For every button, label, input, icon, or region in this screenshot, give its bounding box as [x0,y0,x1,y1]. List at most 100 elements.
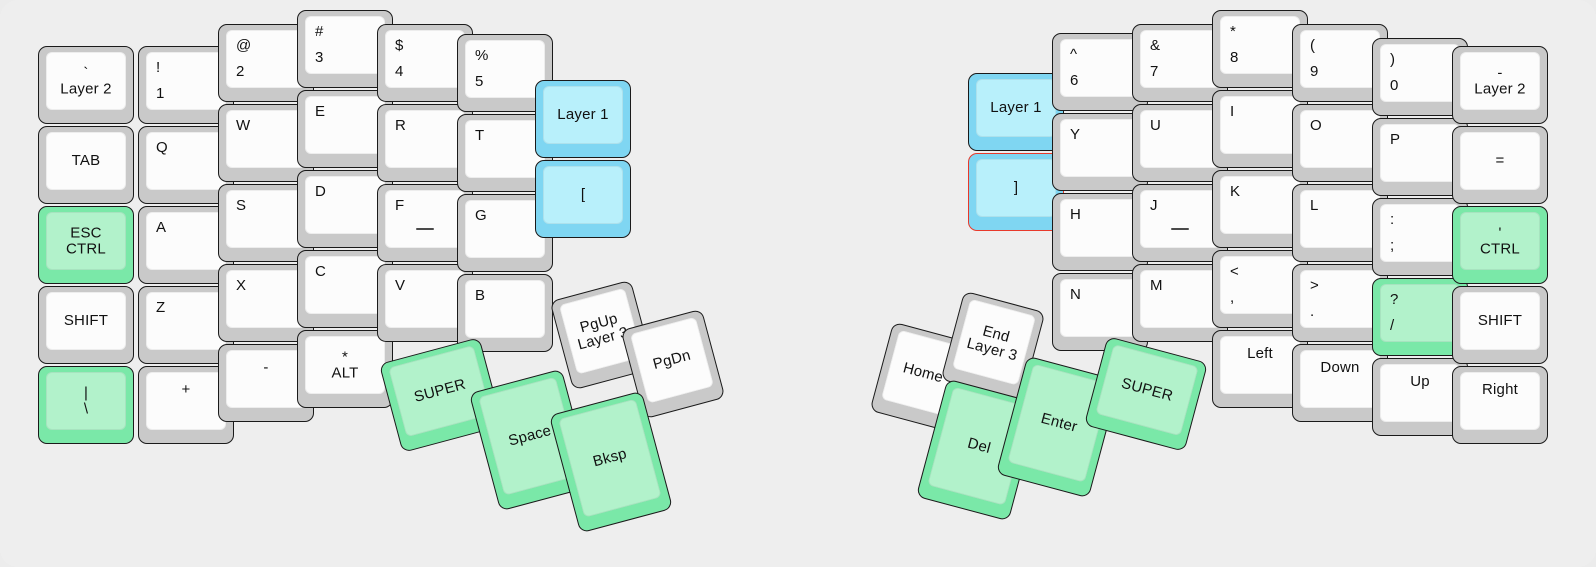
key-legend-bottom: 6 [1070,72,1079,89]
key-legend-top: M [1150,277,1163,294]
key-legend-top: H [1070,206,1082,223]
key-legend-top: $ [395,37,404,54]
key-legend-top: Up [1410,373,1430,390]
key-legend-top: % [475,47,489,64]
key-legend-top: Right [1481,381,1519,398]
key-legend-bottom: 0 [1390,77,1399,94]
key-e[interactable]: E [297,90,393,168]
key-layer1-right[interactable]: Layer 1 [968,73,1064,151]
key-legend-top: G [475,207,487,224]
key-legend-top: V [395,277,406,294]
key-9[interactable]: (9 [1292,24,1388,102]
key-7[interactable]: &7 [1132,24,1228,102]
key-legend-top: Down [1320,359,1360,376]
keycap-surface: O [1300,110,1380,168]
key-legend-top: ) [1390,51,1396,68]
key-shift-right[interactable]: SHIFT [1452,286,1548,364]
key-legend-top: : [1390,211,1395,228]
keycap-surface: &7 [1140,30,1220,88]
key-legend-top: > [1310,277,1319,294]
keycap-surface: L [1300,190,1380,248]
key-legend-top: X [236,277,247,294]
key-grave-layer2[interactable]: ` Layer 2 [38,46,134,124]
key-n[interactable]: N [1052,273,1148,351]
keycap-surface: V [385,270,465,328]
key-legend-bottom: 3 [315,49,324,66]
key-legend-top: C [315,263,327,280]
keycap-surface: S [226,190,306,248]
keycap-surface: I [1220,96,1300,154]
keycap-surface: P [1380,124,1460,182]
key-bracket-right[interactable]: ] [968,153,1064,231]
keycap-surface: *8 [1220,16,1300,74]
key-legend-main: SUPER [1119,374,1175,405]
key-legend-top: D [315,183,327,200]
key-equals[interactable]: = [1452,126,1548,204]
keycap-surface: ] [976,159,1056,217]
keycap-surface: Y [1060,119,1140,177]
key-legend-top: Q [156,139,168,156]
key-tab[interactable]: TAB [38,126,134,204]
key-minus-layer2[interactable]: - Layer 2 [1452,46,1548,124]
keycap-surface: G [465,200,545,258]
keycap-surface: M [1140,270,1220,328]
keycap-surface: Up [1380,364,1460,422]
keycap-surface: SHIFT [46,292,126,350]
keycap-surface: H [1060,199,1140,257]
key-legend-main: - Layer 2 [1474,64,1526,97]
keycap-surface: ` Layer 2 [46,52,126,110]
key-legend-top: U [1150,117,1162,134]
keycap-surface: | \ [46,372,126,430]
keycap-surface: W [226,110,306,168]
key-legend-top: @ [236,37,252,54]
key-legend-main: SUPER [412,375,468,406]
keycap-surface: TAB [46,132,126,190]
key-legend-bottom: 9 [1310,63,1319,80]
key-legend-top: < [1230,263,1239,280]
keycap-surface: C [305,256,385,314]
keycap-surface: F [385,190,465,248]
key-legend-top: + [181,381,191,398]
keycap-surface: SHIFT [1460,292,1540,350]
key-legend-main: = [1495,152,1505,170]
keycap-surface: - Layer 2 [1460,52,1540,110]
homing-bump-indicator [416,228,434,230]
key-legend-top: A [156,219,167,236]
key-pipe-backslash[interactable]: | \ [38,366,134,444]
key-legend-bottom: , [1230,289,1235,306]
key-esc-ctrl[interactable]: ESC CTRL [38,206,134,284]
keycap-surface: A [146,212,226,270]
key-legend-main: ` Layer 2 [60,64,112,97]
keycap-surface: + [146,372,226,430]
keycap-surface: J [1140,190,1220,248]
key-legend-main: Layer 1 [557,106,609,124]
key-legend-top: N [1070,286,1082,303]
key-shift[interactable]: SHIFT [38,286,134,364]
keycap-surface: )0 [1380,44,1460,102]
key-bracket-left[interactable]: [ [535,160,631,238]
key-legend-top: ? [1390,291,1399,308]
key-quote-ctrl[interactable]: ' CTRL [1452,206,1548,284]
keycap-surface: PgDn [629,316,715,404]
keycap-surface: Right [1460,372,1540,430]
keycap-surface: K [1220,176,1300,234]
key-legend-main: ] [1013,179,1019,197]
keycap-surface: ESC CTRL [46,212,126,270]
key-legend-bottom: 1 [156,85,165,102]
key-legend-top: Z [156,299,166,316]
key-right[interactable]: Right [1452,366,1548,444]
keycap-surface: ^6 [1060,39,1140,97]
key-layer1-left[interactable]: Layer 1 [535,80,631,158]
keycap-surface: SUPER [1095,343,1199,437]
key-legend-main: TAB [71,152,101,170]
key-legend-top: O [1310,117,1322,134]
homing-bump-indicator [1171,228,1189,230]
key-legend-bottom: 2 [236,63,245,80]
key-alt[interactable]: * ALT [297,330,393,408]
keycap-surface: Bksp [558,398,662,518]
key-legend-bottom: / [1390,317,1395,334]
key-legend-bottom: 5 [475,73,484,90]
keycap-surface: ?/ [1380,284,1460,342]
keycap-surface: Layer 1 [543,86,623,144]
